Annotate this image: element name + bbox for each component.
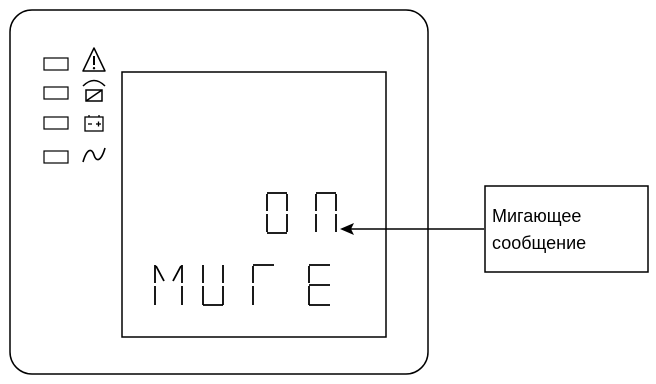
ac-led bbox=[43, 150, 69, 164]
callout-arrow bbox=[340, 223, 484, 235]
indicator-leds bbox=[43, 57, 69, 164]
bypass-icon bbox=[82, 79, 106, 102]
callout-box bbox=[484, 185, 649, 273]
warning-led bbox=[43, 57, 69, 71]
callout-label: Мигающее сообщение bbox=[492, 203, 652, 257]
callout-line-1: Мигающее bbox=[492, 206, 582, 226]
battery-led bbox=[43, 116, 69, 130]
panel-frame bbox=[9, 9, 429, 375]
warning-triangle-icon bbox=[82, 47, 106, 72]
ac-wave-icon bbox=[82, 147, 106, 163]
lcd-line-mute bbox=[154, 264, 330, 306]
lcd-screen bbox=[121, 71, 387, 338]
lcd-line-on bbox=[266, 192, 337, 234]
callout-line-2: сообщение bbox=[492, 233, 587, 253]
bypass-led bbox=[43, 86, 69, 100]
battery-icon bbox=[84, 115, 104, 132]
